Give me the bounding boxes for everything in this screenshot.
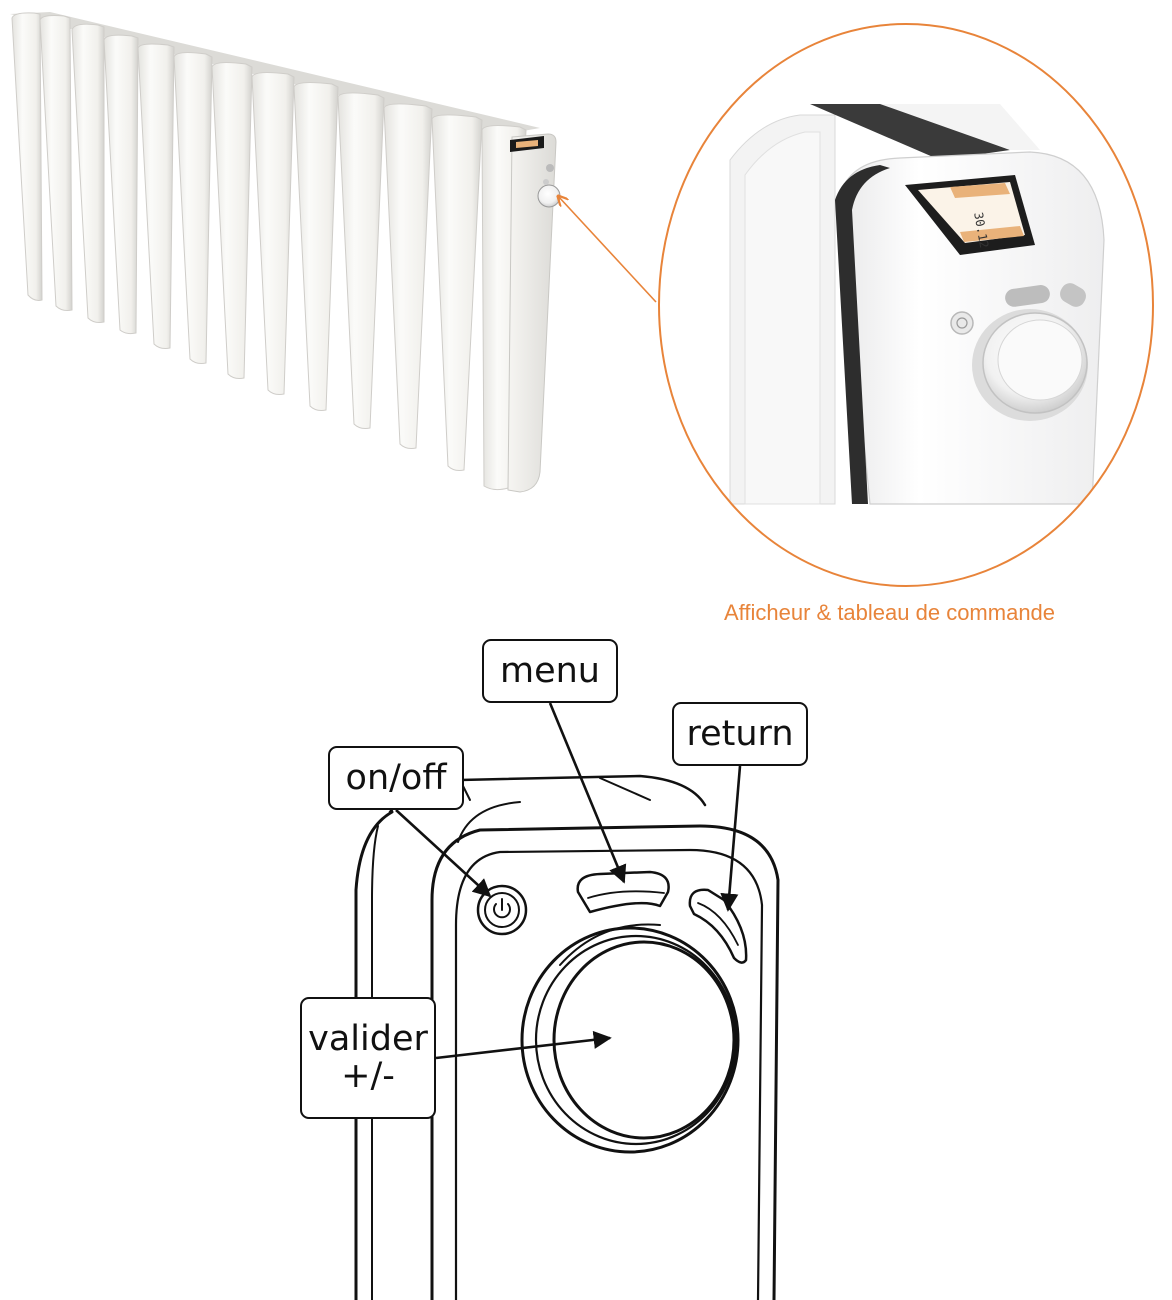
arrow-icon xyxy=(435,1030,612,1060)
drawing-return-button xyxy=(688,888,748,964)
callout-menu-label: menu xyxy=(500,650,600,691)
callout-on-off: on/off xyxy=(328,746,464,810)
radiator-fins xyxy=(11,12,527,491)
arrow-icon xyxy=(395,809,492,898)
callout-valider: valider +/- xyxy=(300,997,436,1119)
zoom-power-button xyxy=(950,311,974,335)
callout-valider-label: valider xyxy=(308,1019,428,1060)
drawing-power-button xyxy=(476,884,528,936)
radiator-illustration xyxy=(10,12,561,493)
zoom-caption: Afficheur & tableau de commande xyxy=(724,600,1056,625)
callout-plus-minus-label: +/- xyxy=(341,1056,395,1096)
drawing-knob xyxy=(520,923,740,1154)
leader-arrows xyxy=(395,702,742,1060)
callout-on-off-label: on/off xyxy=(345,757,447,798)
zoom-connector-arrow xyxy=(558,196,657,303)
callout-return-label: return xyxy=(686,713,794,754)
arrow-icon xyxy=(548,702,627,884)
power-icon xyxy=(493,903,511,919)
callout-return: return xyxy=(672,702,808,766)
control-panel-line-drawing xyxy=(354,774,780,1300)
zoom-detail: 30.12 xyxy=(658,23,1154,587)
display-reading: 30.12 xyxy=(971,211,991,249)
drawing-menu-button xyxy=(576,870,670,914)
arrow-icon xyxy=(720,765,742,912)
callout-menu: menu xyxy=(482,639,618,703)
